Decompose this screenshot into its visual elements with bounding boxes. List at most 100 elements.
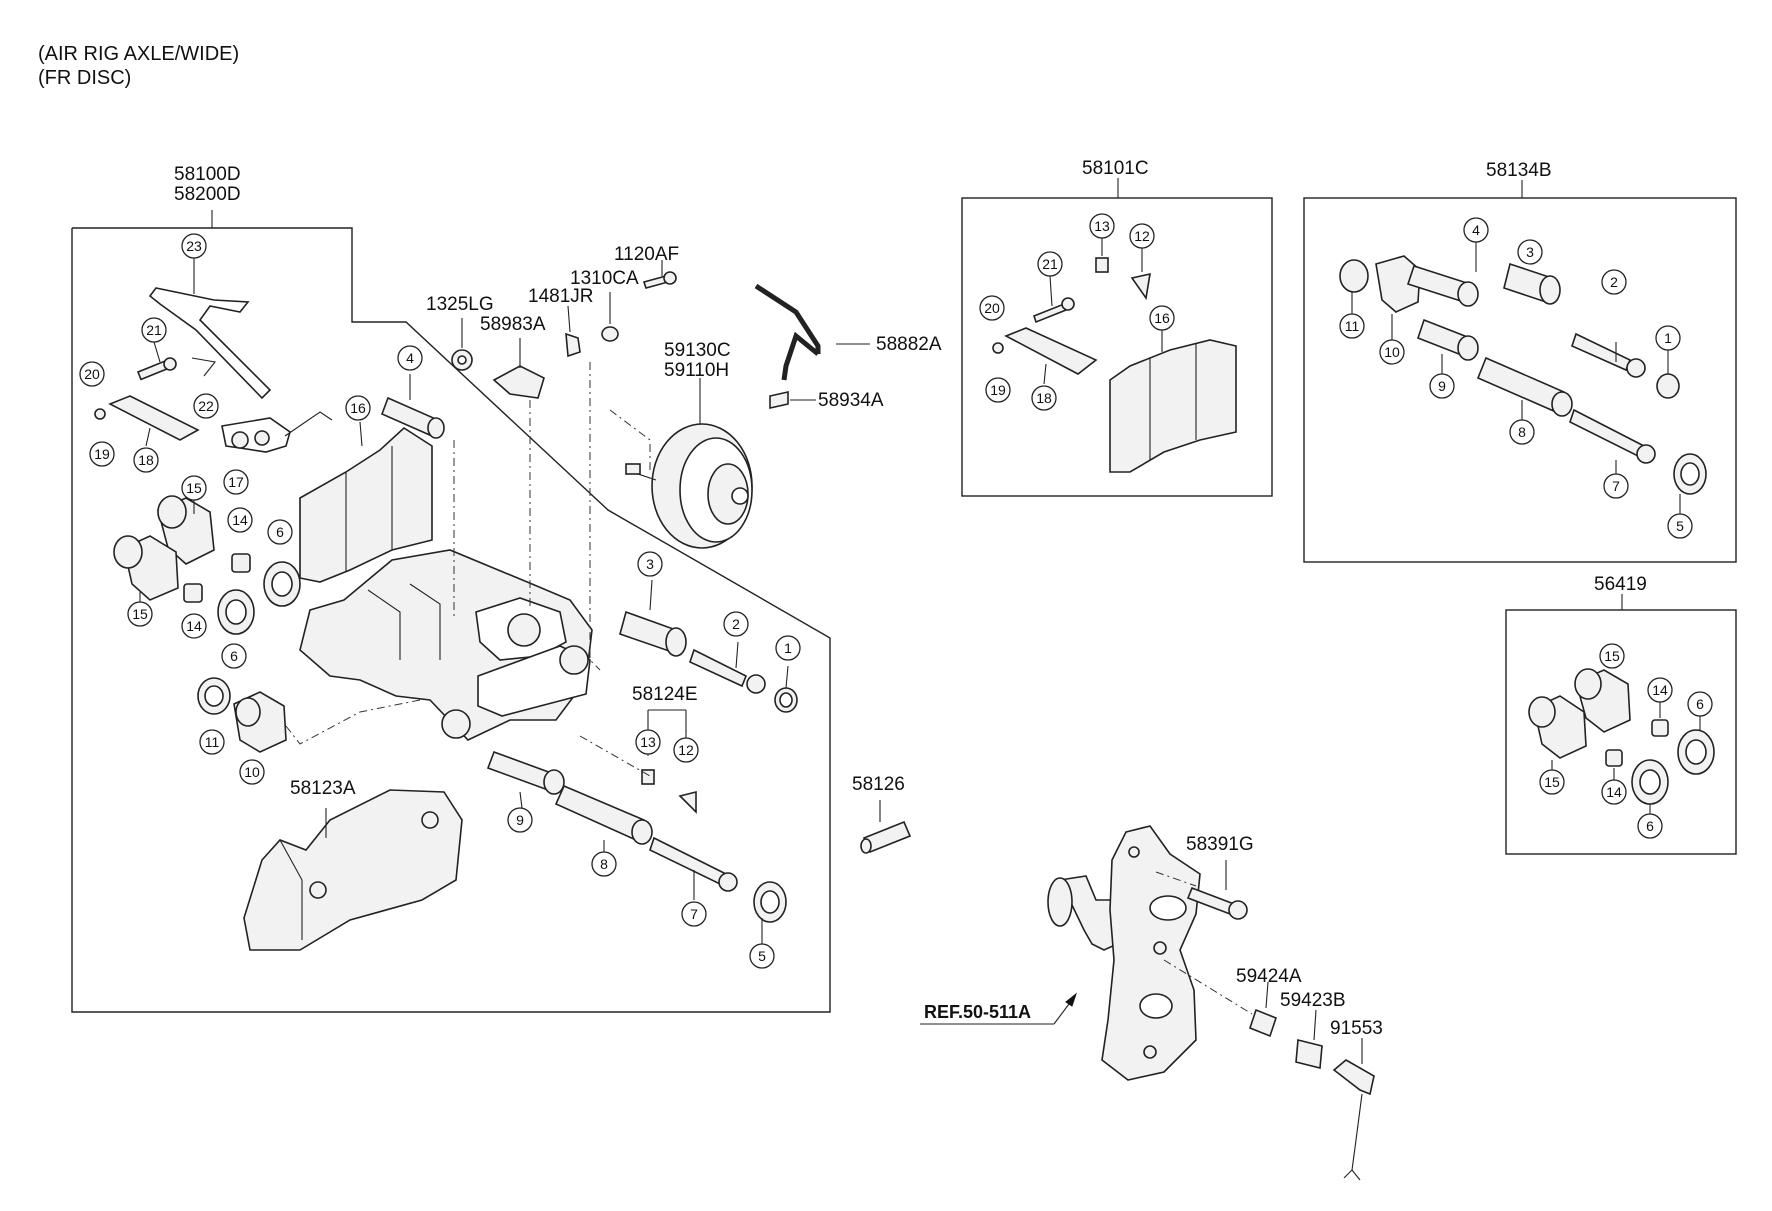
guide-kit-callout-7: 7 [1612, 478, 1620, 494]
boot-kit-callout-15-b: 15 [1544, 774, 1560, 790]
callout-22: 22 [198, 398, 214, 414]
callout-7: 7 [690, 906, 698, 922]
pad-bolt [136, 341, 177, 381]
guide-kit-box: 58134B 4 3 2 1 11 10 9 8 7 [1303, 160, 1737, 563]
callout-12: 12 [678, 742, 694, 758]
boot-kit-title[interactable]: 56419 [1594, 574, 1647, 595]
boot-kit-callout-15-a: 15 [1604, 648, 1620, 664]
bush-14-lower [183, 583, 203, 603]
callout-4: 4 [406, 350, 414, 366]
callout-14-a: 14 [232, 512, 248, 528]
label-58882a[interactable]: 58882A [876, 334, 942, 355]
boot-15-lower [113, 535, 179, 601]
boot-kit-box: 56419 15 14 6 15 14 6 [1505, 574, 1737, 855]
guide-kit-callout-4: 4 [1472, 222, 1480, 238]
cap-11 [197, 677, 231, 715]
callout-2: 2 [732, 616, 740, 632]
main-assembly-part-2[interactable]: 58200D [174, 184, 241, 205]
label-59423b[interactable]: 59423B [1280, 990, 1346, 1011]
boot-kit-callout-14-b: 14 [1606, 784, 1622, 800]
callout-11: 11 [205, 734, 220, 750]
carrier [243, 789, 463, 951]
header-line-2: (FR DISC) [38, 67, 131, 89]
ref-label[interactable]: REF.50-511A [924, 1002, 1031, 1022]
knuckle-pin [1249, 1008, 1277, 1038]
label-1481jr[interactable]: 1481JR [528, 286, 594, 307]
boot-10 [233, 691, 287, 753]
bush-14-upper [231, 553, 251, 573]
header-line-1: (AIR RIG AXLE/WIDE) [38, 43, 239, 65]
guide-kit-callout-8: 8 [1518, 424, 1526, 440]
knuckle-bush [1295, 1038, 1323, 1070]
pad-kit-callout-21: 21 [1042, 256, 1058, 272]
pad-plate [108, 395, 200, 447]
boot-kit-callout-6-b: 6 [1646, 818, 1654, 834]
callout-9: 9 [516, 812, 524, 828]
seal-6-upper [263, 561, 301, 607]
label-59424a[interactable]: 59424A [1236, 966, 1302, 987]
label-58123a[interactable]: 58123A [290, 778, 356, 799]
sleeve-9 [486, 750, 565, 795]
bolt-1120af [642, 271, 677, 289]
knuckle-bolt [1186, 886, 1248, 920]
callout-6-a: 6 [276, 524, 284, 540]
callout-23: 23 [186, 238, 202, 254]
label-58126[interactable]: 58126 [852, 774, 905, 795]
label-1325lg[interactable]: 1325LG [426, 294, 494, 315]
label-58983a[interactable]: 58983A [480, 314, 546, 335]
boot-kit-callout-14-a: 14 [1652, 682, 1668, 698]
guide-kit-callout-2: 2 [1610, 274, 1618, 290]
sleeve-8 [554, 784, 653, 845]
callout-13: 13 [640, 734, 656, 750]
label-59110h[interactable]: 59110H [664, 360, 729, 381]
clip-1481jr [565, 332, 581, 358]
boot-kit-callout-6-a: 6 [1696, 696, 1704, 712]
sleeve-3 [619, 610, 687, 657]
callout-18: 18 [138, 452, 154, 468]
guide-kit-callout-11: 11 [1345, 318, 1360, 334]
sleeve-4 [380, 396, 445, 439]
wheel-speed-sensor [1332, 1059, 1375, 1181]
pad-kit-callout-20: 20 [984, 300, 1000, 316]
callout-16: 16 [350, 400, 366, 416]
seal-5 [753, 881, 787, 923]
wire-clip [191, 357, 217, 377]
label-58934a[interactable]: 58934A [818, 390, 884, 411]
label-58124e[interactable]: 58124E [632, 684, 698, 705]
main-assembly-part-1[interactable]: 58100D [174, 164, 241, 185]
ref-reference [920, 992, 1078, 1025]
label-91553[interactable]: 91553 [1330, 1018, 1383, 1039]
guide-kit-title[interactable]: 58134B [1486, 160, 1552, 181]
callout-15-a: 15 [186, 480, 202, 496]
callout-8: 8 [600, 856, 608, 872]
pad-kit-box: 58101C 13 12 21 20 16 19 18 [961, 158, 1273, 497]
label-1310ca[interactable]: 1310CA [570, 268, 639, 289]
label-59130c[interactable]: 59130C [664, 340, 731, 361]
callout-10: 10 [244, 764, 260, 780]
pad-kit-title[interactable]: 58101C [1082, 158, 1149, 179]
callout-15-b: 15 [132, 606, 148, 622]
guide-kit-callout-1: 1 [1664, 330, 1672, 346]
main-assembly-box: 58100D 58200D [71, 164, 831, 1013]
nut-1310ca [601, 326, 619, 342]
callout-20: 20 [84, 366, 100, 382]
steering-knuckle [1047, 825, 1201, 1081]
guide-bolt-2 [689, 648, 766, 694]
callout-5: 5 [758, 948, 766, 964]
nut-1325lg [451, 349, 473, 371]
pad-kit-callout-13: 13 [1094, 218, 1110, 234]
callout-21: 21 [146, 322, 162, 338]
guide-kit-callout-10: 10 [1384, 344, 1400, 360]
guide-bolt-7 [649, 836, 738, 892]
fitting [769, 391, 789, 409]
callout-19: 19 [94, 446, 110, 462]
guide-kit-callout-5: 5 [1676, 518, 1684, 534]
callout-17: 17 [228, 474, 244, 490]
label-58391g[interactable]: 58391G [1186, 834, 1254, 855]
callout-1: 1 [784, 640, 792, 656]
guide-kit-callout-3: 3 [1526, 244, 1534, 260]
label-1120af[interactable]: 1120AF [614, 244, 679, 265]
pad-kit-callout-16: 16 [1154, 310, 1170, 326]
clip-assembly [221, 411, 333, 453]
